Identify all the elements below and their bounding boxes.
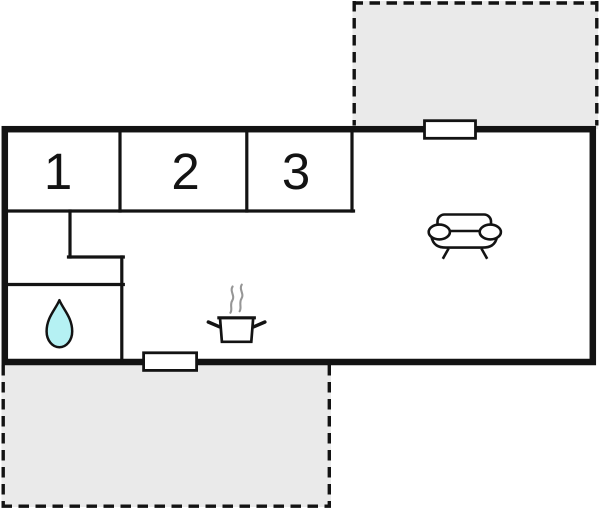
terrace-top-right-fill	[352, 1, 598, 129]
steam-wisp-left	[229, 285, 235, 314]
pot-body	[218, 316, 255, 344]
sofa-icon	[427, 213, 503, 260]
room-2-label: 2	[171, 143, 199, 200]
sofa-armrest-right	[478, 223, 503, 241]
sofa-armrest-left	[427, 223, 452, 241]
sofa-seat	[430, 235, 499, 249]
sofa-leg-left	[441, 247, 450, 260]
terrace-top-right	[352, 1, 599, 129]
room-1-label: 1	[44, 143, 72, 200]
door-bottom-wall	[142, 351, 199, 372]
building-exterior-wall	[1, 125, 597, 366]
interior-walls	[6, 130, 356, 362]
room-3-label: 3	[282, 143, 310, 200]
pot-handle-right	[252, 320, 267, 329]
steam-wisp-right	[238, 283, 244, 313]
sofa-leg-right	[480, 247, 489, 260]
terrace-bottom-left-fill	[1, 363, 331, 507]
terrace-bottom-left	[1, 363, 331, 508]
pot-handle-left	[206, 320, 222, 329]
water-drop-icon	[45, 298, 74, 349]
window-top-wall	[423, 119, 477, 140]
steam-icon	[229, 283, 244, 314]
cooking-pot-icon	[206, 283, 267, 344]
sofa-backrest	[436, 213, 493, 233]
